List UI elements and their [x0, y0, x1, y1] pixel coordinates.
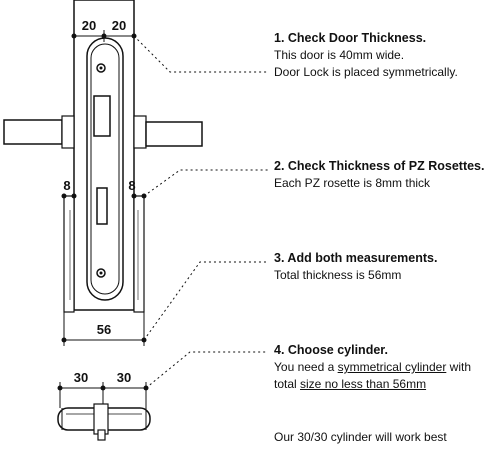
- total-thickness-dimension: 56: [61, 312, 147, 346]
- cyl-right-label: 30: [117, 370, 131, 385]
- door-left-label: 20: [82, 18, 96, 33]
- step-4-line-1-pre: You need a: [274, 360, 338, 374]
- step-3-line-1: Total thickness is 56mm: [274, 268, 402, 282]
- door-thickness-dimension: 20 20: [71, 18, 137, 42]
- bottom-screw-icon: [96, 268, 106, 278]
- lock-faceplate-inner: [90, 43, 120, 295]
- step-4-line-2: total size no less than 56mm: [274, 376, 498, 393]
- rosette-dimension: 8 8: [61, 178, 147, 199]
- step-4-line-2-underlined: size no less than 56mm: [300, 377, 427, 391]
- latch-bolt: [93, 95, 111, 137]
- door-right-label: 20: [112, 18, 126, 33]
- step-4-line-1-underlined: symmetrical cylinder: [337, 360, 447, 374]
- rosette-left-label: 8: [63, 178, 70, 193]
- cylinder-dimension: 30 30: [57, 370, 149, 408]
- step-4-line-2-pre: total: [274, 377, 301, 391]
- leader-lines: [133, 35, 268, 389]
- step-1-check-door-thickness: 1. Check Door Thickness. This door is 40…: [274, 30, 498, 81]
- step-1-title: 1. Check Door Thickness.: [274, 31, 427, 45]
- step-4-choose-cylinder: 4. Choose cylinder. You need a symmetric…: [274, 342, 498, 393]
- right-handle: [145, 121, 203, 147]
- step-2-check-rosettes: 2. Check Thickness of PZ Rosettes. Each …: [274, 158, 498, 192]
- step-2-title: 2. Check Thickness of PZ Rosettes.: [274, 159, 485, 173]
- top-screw-icon: [96, 63, 106, 73]
- lock-faceplate: [86, 37, 124, 301]
- cylinder-drawing: [57, 403, 151, 441]
- step-4-line-1: You need a symmetrical cylinder with: [274, 359, 498, 376]
- right-handle-rose: [133, 115, 147, 149]
- left-pz-rosette: [63, 195, 75, 313]
- step-2-line-1: Each PZ rosette is 8mm thick: [274, 176, 431, 190]
- left-handle: [3, 119, 63, 145]
- step-3-title: 3. Add both measurements.: [274, 251, 438, 265]
- step-4-title: 4. Choose cylinder.: [274, 343, 388, 357]
- bottom-screw-inner: [99, 271, 103, 275]
- final-recommendation: Our 30/30 cylinder will work best: [274, 430, 447, 444]
- cyl-left-label: 30: [74, 370, 88, 385]
- step-1-line-2: Door Lock is placed symmetrically.: [274, 65, 458, 79]
- dead-bolt: [96, 187, 108, 225]
- step-1-line-1: This door is 40mm wide.: [274, 48, 405, 62]
- top-screw-inner: [99, 66, 103, 70]
- step-4-line-1-post: with: [446, 360, 471, 374]
- rosette-right-label: 8: [128, 178, 135, 193]
- left-handle-rose: [61, 115, 75, 149]
- step-3-add-measurements: 3. Add both measurements. Total thicknes…: [274, 250, 498, 284]
- total-label: 56: [97, 322, 111, 337]
- right-pz-rosette: [133, 195, 145, 313]
